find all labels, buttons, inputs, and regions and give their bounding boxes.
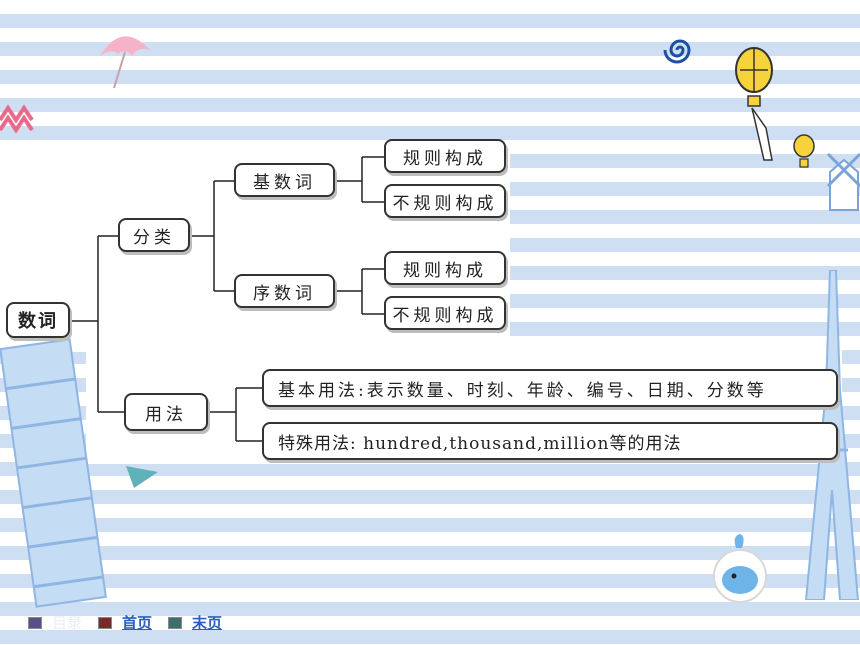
node-ordinal-numerals: 序数词: [234, 274, 335, 308]
home-label: 首页: [122, 614, 153, 632]
zigzag-icon: [0, 104, 34, 134]
whale-icon: [713, 534, 767, 603]
windmill-icon: [826, 152, 860, 211]
toc-link[interactable]: 目录: [28, 612, 82, 633]
toc-label: 目录: [52, 614, 83, 632]
home-link[interactable]: 首页: [98, 612, 152, 633]
node-classification: 分类: [118, 218, 190, 252]
node-cardinal-irregular: 不规则构成: [384, 184, 506, 218]
root-node-numerals: 数词: [6, 302, 70, 338]
hot-air-balloon-icon: [735, 47, 773, 161]
node-basic-usage: 基本用法:表示数量、时刻、年龄、编号、日期、分数等: [262, 369, 838, 407]
node-special-usage: 特殊用法: hundred,thousand,million等的用法: [262, 422, 838, 460]
last-page-link[interactable]: 末页: [168, 612, 222, 633]
spiral-icon: [663, 39, 691, 64]
node-cardinal-regular: 规则构成: [384, 139, 506, 173]
leaning-tower-icon: [0, 338, 107, 608]
node-cardinal-numerals: 基数词: [234, 163, 335, 197]
toc-square-icon: [28, 616, 42, 629]
node-ordinal-regular: 规则构成: [384, 251, 506, 285]
last-square-icon: [168, 616, 183, 629]
home-square-icon: [98, 616, 113, 629]
node-ordinal-irregular: 不规则构成: [384, 296, 506, 330]
small-balloon-icon: [793, 134, 815, 168]
footer-nav: 目录 首页 末页: [28, 612, 222, 633]
umbrella-icon: [100, 36, 150, 89]
node-usage: 用法: [124, 393, 208, 431]
teal-fan-icon: [126, 466, 158, 488]
last-label: 末页: [192, 614, 223, 632]
